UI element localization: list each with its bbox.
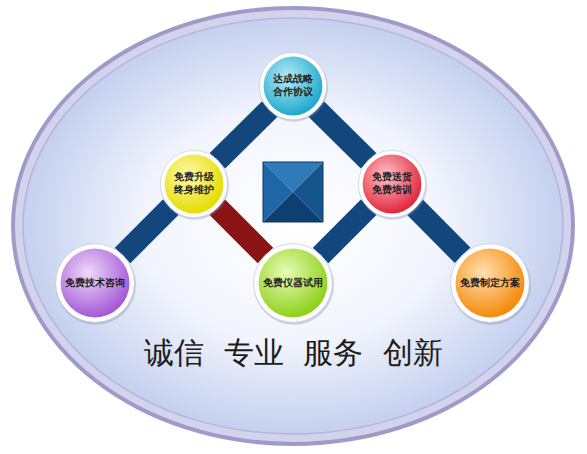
band-connector	[321, 207, 369, 255]
band-connector	[415, 207, 462, 255]
inner-ellipse	[23, 18, 563, 434]
band-connector	[217, 109, 269, 161]
node-label: 免费升级 终身维护	[170, 171, 218, 197]
ring-band	[15, 10, 571, 442]
node-label: 免费仪器试用	[261, 277, 325, 290]
circle-node: 免费仪器试用	[252, 242, 334, 324]
band-connector	[217, 207, 265, 255]
pyramid-square	[263, 162, 323, 222]
node-label: 免费技术咨询	[63, 277, 127, 290]
outer-ring	[11, 6, 575, 446]
circle-node: 免费技术咨询	[54, 242, 136, 324]
node-label: 免费制定方案	[458, 277, 522, 290]
circle-node: 免费送货 免费培训	[357, 149, 427, 219]
band-connector	[316, 109, 368, 161]
band-connector	[123, 207, 171, 255]
circle-node: 免费升级 终身维护	[159, 149, 229, 219]
circle-node: 免费制定方案	[449, 242, 531, 324]
caption-text: 诚信 专业 服务 创新	[0, 333, 587, 374]
circle-node: 达成战略 合作协议	[258, 51, 328, 121]
node-label: 达成战略 合作协议	[269, 73, 317, 99]
node-label: 免费送货 免费培训	[368, 171, 416, 197]
